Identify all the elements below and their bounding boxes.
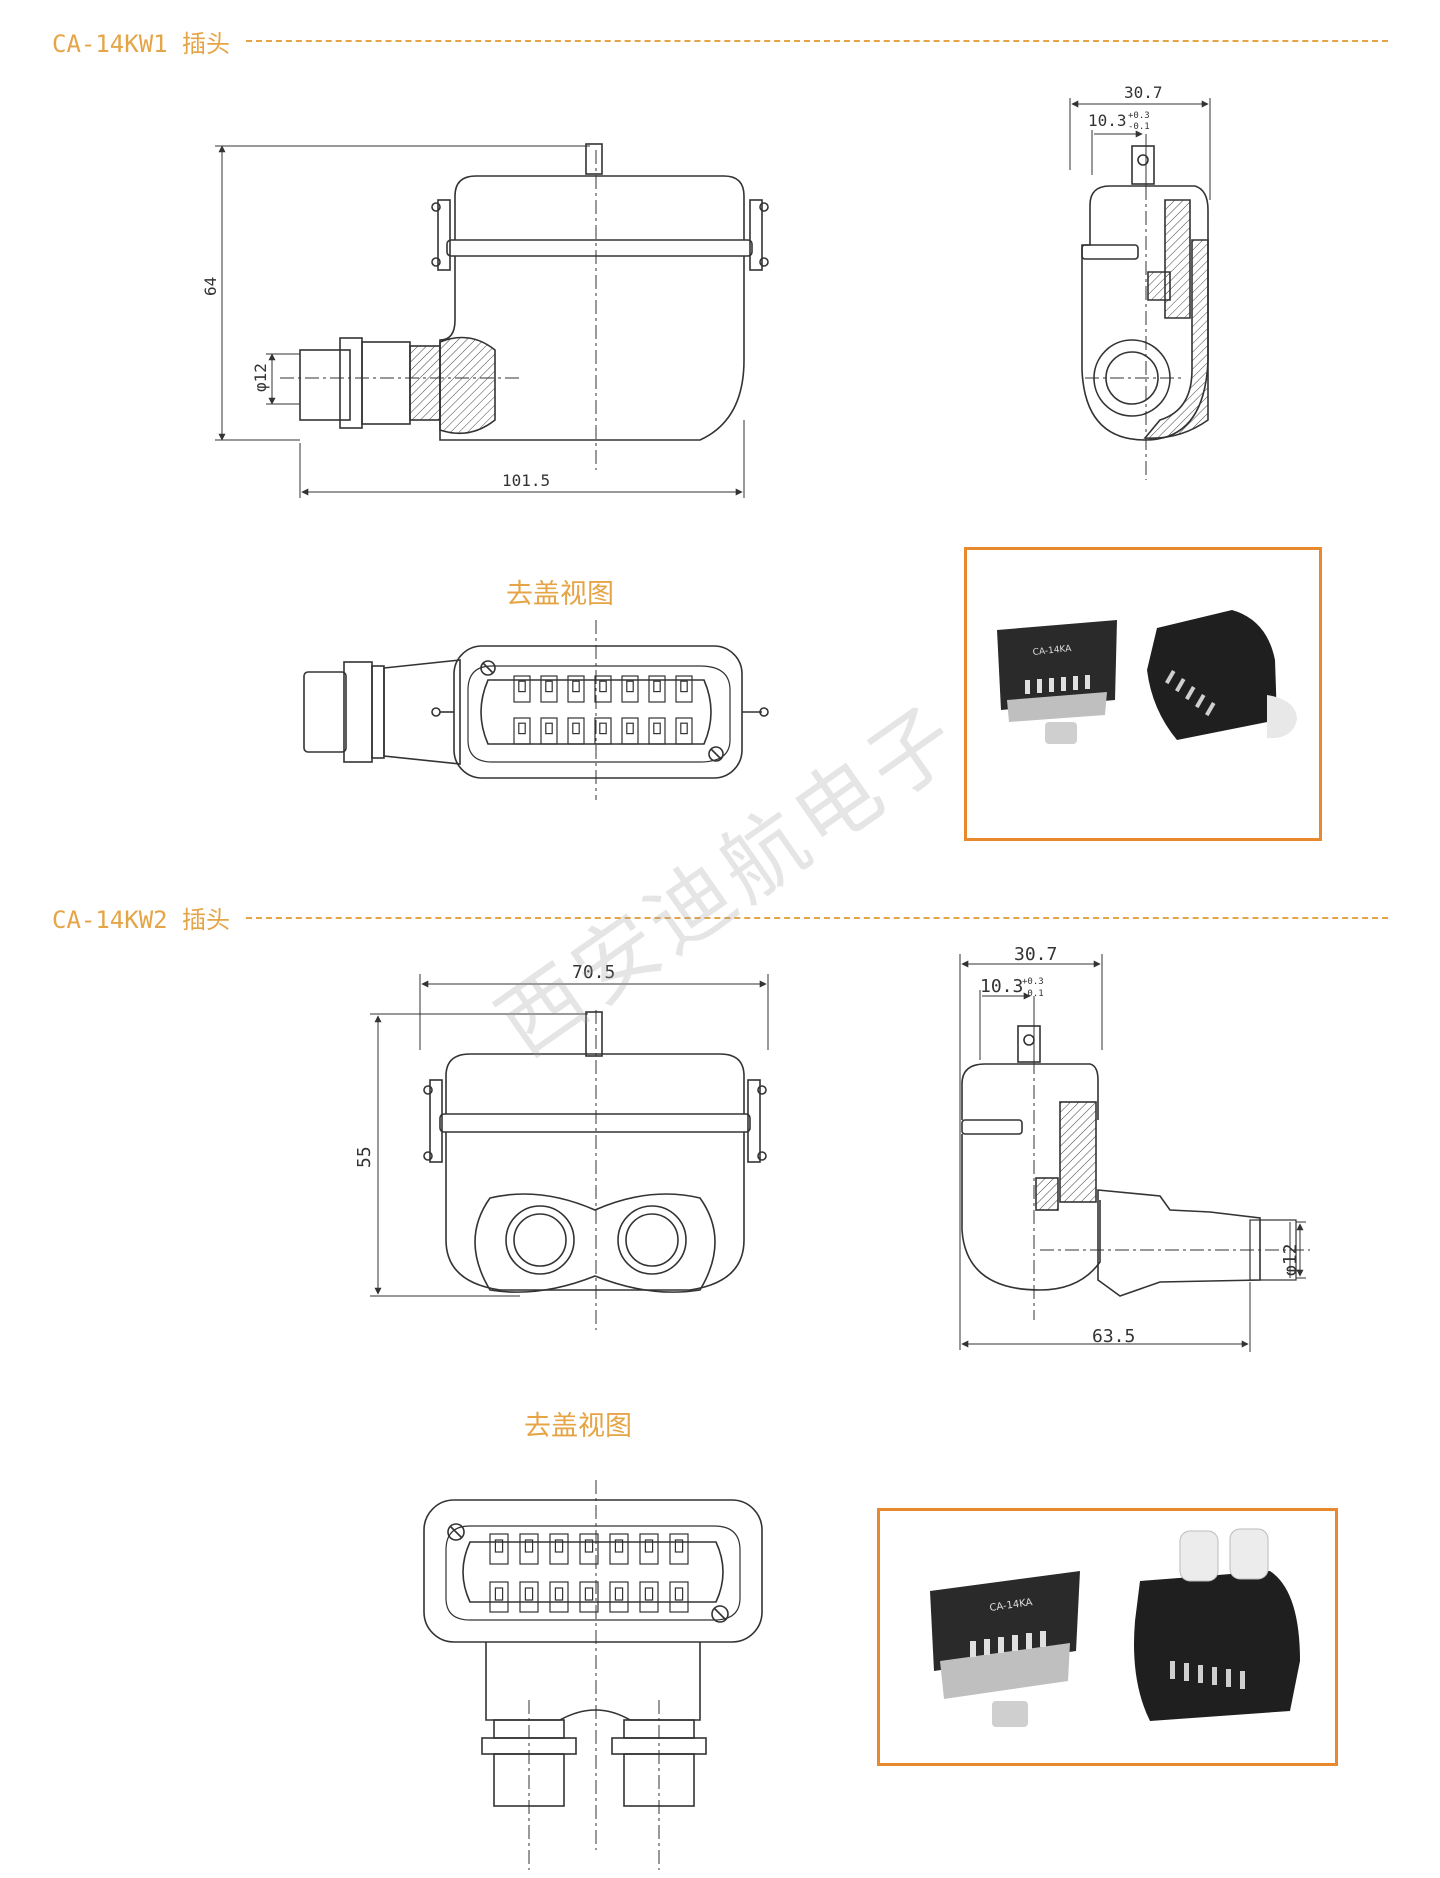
kw1-pin-contact [513,717,531,745]
kw1-pin-socket [653,722,661,735]
kw1-pin-contact [567,675,585,703]
kw2-height-dim: 55 [354,1146,375,1168]
kw1-pin-socket [518,722,526,735]
kw2-pin-socket [584,1587,594,1601]
kw2-pin-contact [489,1581,509,1613]
kw2-side-offset-dim: 10.3 [980,976,1023,997]
kw2-cover-removed-caption: 去盖视图 [524,1411,632,1442]
kw1-pin-socket [518,680,526,693]
kw2-pin-contact [669,1533,689,1565]
kw1-pin-contact [540,717,558,745]
kw1-side-tol-plus: +0.3 [1128,111,1150,121]
kw1-product-photo: CA-14KA [964,547,1322,841]
kw1-top-view [303,620,769,800]
kw1-pin-socket [599,722,607,735]
kw2-side-view [959,954,1310,1352]
kw2-pin-contact [639,1533,659,1565]
kw2-pin-socket [674,1539,684,1553]
kw1-pin-contact [648,717,666,745]
kw2-side-length-dim: 63.5 [1092,1326,1135,1347]
kw2-pin-socket [554,1539,564,1553]
kw1-pin-contact [594,675,612,703]
kw1-photo-label: CA-14KA [1032,644,1073,658]
kw2-pin-socket [554,1587,564,1601]
kw2-side-tol-minus: -0.1 [1022,989,1044,999]
kw1-pin-socket [680,722,688,735]
kw2-pin-contact [519,1533,539,1565]
kw1-pin-contact [675,717,693,745]
kw2-pin-socket [644,1539,654,1553]
section2-divider [246,917,1388,919]
kw1-pin-socket [545,680,553,693]
kw2-side-diameter-dim: φ12 [1280,1243,1301,1276]
kw2-pin-socket [524,1587,534,1601]
kw2-pin-socket [674,1587,684,1601]
kw1-pin-socket [626,680,634,693]
kw1-pin-socket [545,722,553,735]
kw2-pin-contact [549,1581,569,1613]
kw1-pin-contact [621,675,639,703]
kw1-side-offset-dim: 10.3 [1088,111,1127,130]
kw1-pin-contact [513,675,531,703]
kw1-pin-contact [567,717,585,745]
kw2-pin-contact [639,1581,659,1613]
kw1-height-dim: 64 [201,277,220,296]
kw2-pin-socket [614,1587,624,1601]
kw2-top-view [423,1480,763,1870]
kw1-pin-socket [599,680,607,693]
kw2-pin-contact [669,1581,689,1613]
kw1-side-view [1069,98,1211,480]
kw1-pin-contact [540,675,558,703]
kw1-pin-contact [621,717,639,745]
kw2-product-photo: CA-14KA [877,1508,1338,1766]
kw1-diameter-dim: φ12 [251,363,270,392]
kw2-pin-contact [579,1581,599,1613]
kw1-front-view [215,143,769,498]
kw2-pin-contact [609,1581,629,1613]
kw1-pin-contact [675,675,693,703]
section2-title: CA-14KW2 插头 [52,906,231,934]
kw1-pin-socket [626,722,634,735]
kw2-pin-socket [494,1539,504,1553]
section1-title: CA-14KW1 插头 [52,30,231,58]
kw1-length-dim: 101.5 [502,471,550,490]
kw2-photo-illustration: CA-14KA [930,1528,1300,1727]
kw1-pin-socket [572,680,580,693]
section1-divider [246,40,1388,42]
kw1-photo-illustration: CA-14KA [997,610,1297,744]
kw2-side-width-dim: 30.7 [1014,944,1057,965]
kw2-pin-contact [519,1581,539,1613]
kw2-pin-socket [494,1587,504,1601]
kw2-pin-socket [644,1587,654,1601]
kw1-side-width-dim: 30.7 [1124,83,1163,102]
kw2-pin-socket [584,1539,594,1553]
kw2-pin-socket [614,1539,624,1553]
kw2-front-view [370,974,769,1330]
kw1-pin-contact [648,675,666,703]
kw1-pin-contact [594,717,612,745]
kw2-width-dim: 70.5 [572,962,615,983]
kw1-side-tol-minus: -0.1 [1128,122,1150,132]
kw1-pin-socket [653,680,661,693]
kw2-side-tol-plus: +0.3 [1022,977,1044,987]
kw2-pin-contact [489,1533,509,1565]
kw1-cover-removed-caption: 去盖视图 [506,579,614,610]
kw1-pin-socket [572,722,580,735]
kw2-pin-contact [579,1533,599,1565]
kw2-pin-contact [609,1533,629,1565]
kw2-pin-contact [549,1533,569,1565]
kw2-pin-socket [524,1539,534,1553]
kw1-pin-socket [680,680,688,693]
